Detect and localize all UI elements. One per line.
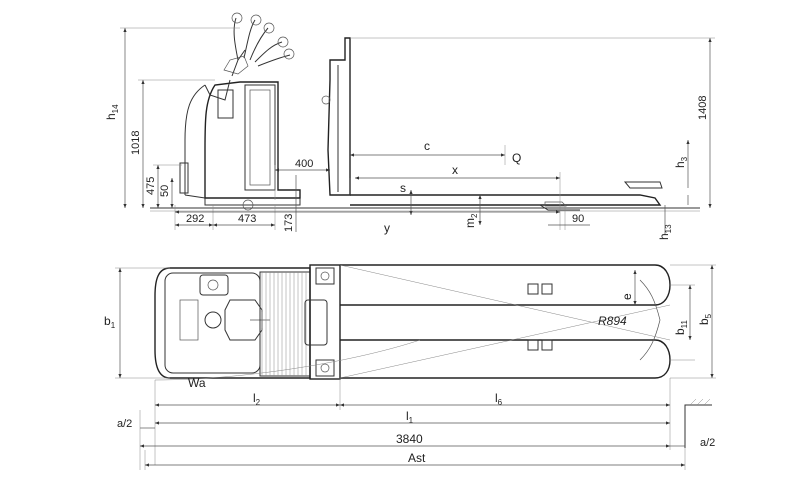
tiller-hand <box>223 12 295 77</box>
label-Ast: Ast <box>408 451 426 465</box>
label-l6: l <box>495 391 498 405</box>
svg-text:h14: h14 <box>104 104 120 120</box>
svg-text:l2: l2 <box>253 391 261 407</box>
load-backrest <box>327 37 351 196</box>
svg-text:b1: b1 <box>104 314 116 330</box>
label-b11: b <box>673 328 687 335</box>
label-c: c <box>424 139 430 153</box>
svg-text:b5: b5 <box>697 313 713 325</box>
label-h13: h <box>657 233 671 240</box>
label-a2-left: a/2 <box>117 418 132 430</box>
label-l1: l <box>406 409 409 423</box>
label-50: 50 <box>159 185 171 197</box>
label-h3: h <box>673 161 687 168</box>
label-m2: m <box>463 218 477 228</box>
svg-text:h3: h3 <box>673 156 689 168</box>
label-3840: 3840 <box>396 432 423 446</box>
label-s: s <box>400 181 406 195</box>
fork-carriage <box>309 264 341 380</box>
label-l2: l <box>253 391 256 405</box>
top-view: b1 e b11 b5 R894 Wa l2 l6 <box>104 264 716 470</box>
fork-right <box>340 339 671 379</box>
label-b5: b <box>697 318 711 325</box>
label-90: 90 <box>572 213 584 225</box>
svg-text:l6: l6 <box>495 391 503 407</box>
label-292: 292 <box>186 213 204 225</box>
label-400: 400 <box>295 158 313 170</box>
label-173: 173 <box>283 214 295 232</box>
truck-body <box>204 81 301 199</box>
label-y: y <box>384 221 390 235</box>
svg-text:b11: b11 <box>673 319 689 335</box>
label-b1: b <box>104 314 111 328</box>
label-h14: h <box>104 113 118 120</box>
label-Q: Q <box>512 151 521 165</box>
fork <box>350 194 662 206</box>
svg-text:m2: m2 <box>463 213 479 228</box>
chassis-outline <box>154 267 311 379</box>
svg-text:h13: h13 <box>657 224 673 240</box>
svg-text:l1: l1 <box>406 409 414 425</box>
label-Wa: Wa <box>188 376 206 390</box>
label-475: 475 <box>145 177 157 195</box>
label-x: x <box>452 163 458 177</box>
label-473: 473 <box>238 213 256 225</box>
platform-grating <box>259 271 311 377</box>
label-e: e <box>620 293 634 300</box>
label-R894: R894 <box>598 314 627 328</box>
label-1018: 1018 <box>130 131 142 155</box>
label-a2-right: a/2 <box>700 437 715 449</box>
side-view: h14 1018 475 50 292 473 173 400 c Q <box>104 12 715 240</box>
label-1408: 1408 <box>697 96 709 120</box>
